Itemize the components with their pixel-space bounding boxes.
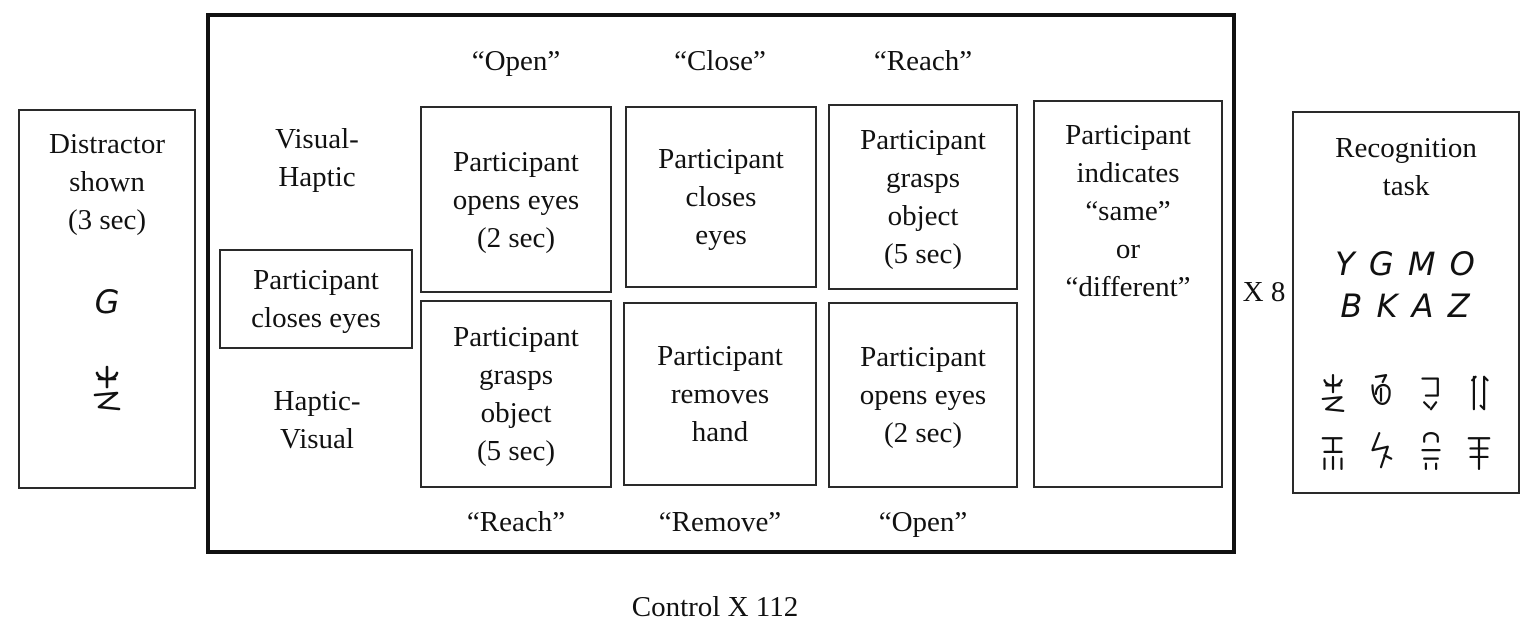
pseudoletter-glyph-4-icon: [1471, 375, 1489, 411]
recognition-label: Recognition task: [1294, 129, 1518, 205]
pseudoletter-glyph-2-icon: [1371, 374, 1391, 405]
recognition-label-line: task: [1382, 170, 1430, 202]
recognition-panel: Recognition task Y G M O B K A Z: [1292, 111, 1520, 494]
row-label-haptic-visual: Haptic- Visual: [222, 382, 412, 458]
start-box-closes-eyes: Participant closes eyes: [219, 249, 413, 349]
row-label-line: Haptic-: [273, 385, 361, 417]
distractor-label-line: shown: [69, 166, 145, 198]
step-bottom-1: Participant grasps object (5 sec): [420, 300, 612, 488]
cue-close-top: “Close”: [674, 45, 766, 77]
step-bottom-3: Participant opens eyes (2 sec): [828, 302, 1018, 488]
step-bottom-2: Participant removes hand: [623, 302, 817, 486]
recognition-label-line: Recognition: [1335, 132, 1477, 164]
pseudoletter-glyph-icon: [93, 365, 121, 411]
pseudoletter-glyph-8-icon: [1467, 437, 1491, 470]
step-top-1: Participant opens eyes (2 sec): [420, 106, 612, 293]
step-top-2: Participant closes eyes: [625, 106, 817, 288]
response-box: Participant indicates “same” or “differe…: [1033, 100, 1223, 488]
row-label-visual-haptic: Visual- Haptic: [222, 120, 412, 196]
cue-remove-bottom: “Remove”: [658, 506, 782, 538]
pseudoletter-glyph-6-icon: [1371, 432, 1393, 469]
pseudoletter-glyph-5-icon: [1321, 437, 1343, 470]
pseudoletter-glyph-7-icon: [1421, 432, 1441, 470]
cue-open-bottom: “Open”: [878, 506, 968, 538]
cue-reach-top: “Reach”: [873, 45, 973, 77]
distractor-panel: Distractor shown (3 sec) G: [18, 109, 196, 489]
distractor-letter: G: [94, 283, 120, 321]
pseudoletter-glyph-3-icon: [1421, 377, 1439, 411]
control-caption: Control X 112: [631, 591, 799, 623]
pseudoletter-glyph-1-icon: [1321, 374, 1345, 412]
cue-reach-bottom: “Reach”: [466, 506, 566, 538]
distractor-label: Distractor shown (3 sec): [20, 125, 194, 239]
distractor-label-line: Distractor: [49, 128, 165, 160]
row-label-line: Visual: [280, 423, 354, 455]
repeat-count-label: X 8: [1242, 276, 1286, 308]
recognition-letters-row-1: Y G M O: [1335, 245, 1477, 283]
step-top-3: Participant grasps object (5 sec): [828, 104, 1018, 290]
recognition-letters-row-2: B K A Z: [1340, 287, 1472, 325]
row-label-line: Haptic: [278, 161, 356, 193]
row-label-line: Visual-: [275, 123, 359, 155]
distractor-label-line: (3 sec): [67, 204, 147, 236]
cue-open-top: “Open”: [471, 45, 561, 77]
control-frame: [206, 13, 1236, 554]
